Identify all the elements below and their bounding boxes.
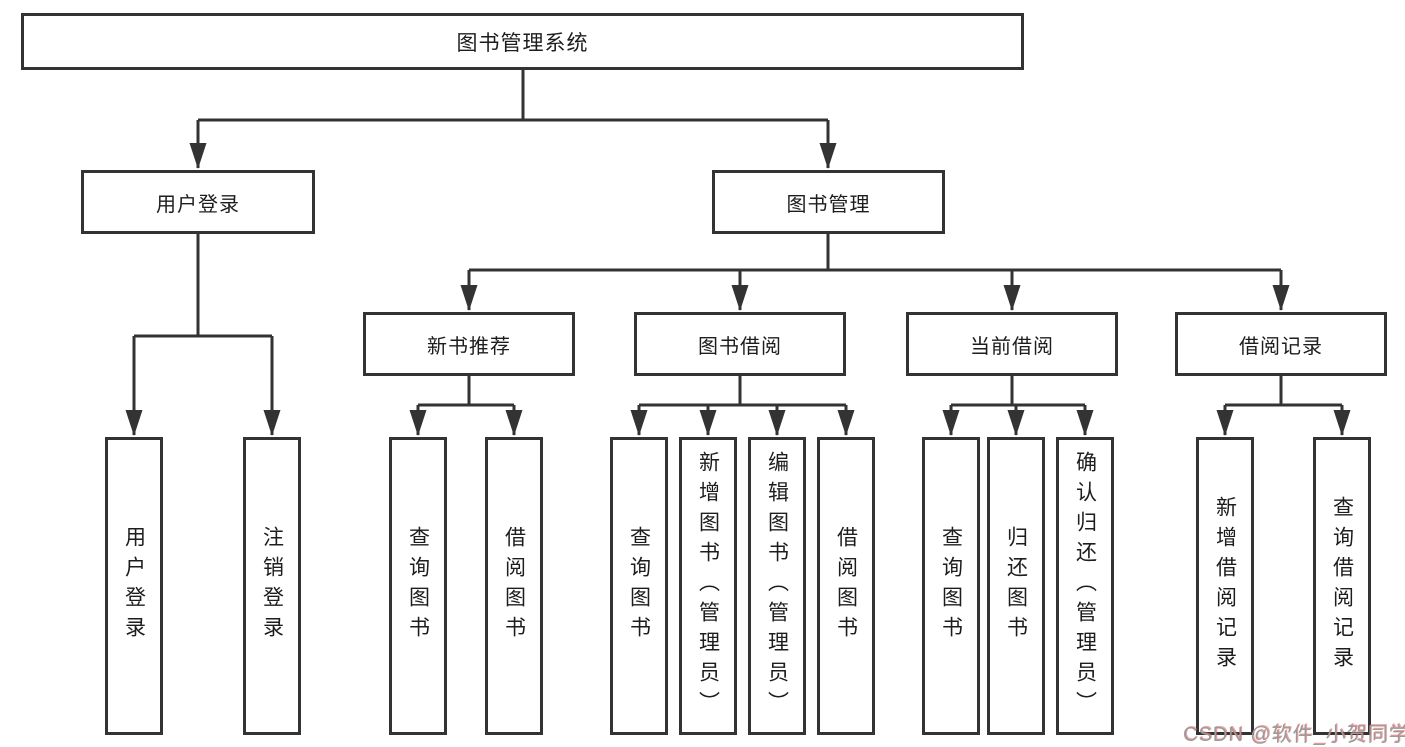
leaf-borrow-books: 借阅图书 — [817, 437, 875, 735]
leaf-logout: 注销登录 — [243, 437, 301, 735]
node-current-borrowing: 当前借阅 — [906, 312, 1118, 376]
leaf-label: 查询图书 — [939, 526, 963, 646]
leaf-label: 借阅图书 — [502, 526, 526, 646]
leaf-confirm-return-admin: 确认归还（管理员） — [1056, 437, 1114, 735]
node-borrowing-records: 借阅记录 — [1175, 312, 1387, 376]
leaf-label: 用户登录 — [122, 526, 146, 646]
node-book-borrowing: 图书借阅 — [634, 312, 846, 376]
leaf-label: 归还图书 — [1004, 526, 1028, 646]
leaf-query-books-current: 查询图书 — [922, 437, 980, 735]
node-user-login: 用户登录 — [81, 170, 315, 234]
leaf-label: 查询图书 — [406, 526, 430, 646]
leaf-borrow-books-recommend: 借阅图书 — [485, 437, 543, 735]
leaf-add-books-admin: 新增图书（管理员） — [679, 437, 737, 735]
leaf-label: 新增图书（管理员） — [696, 451, 720, 721]
leaf-label: 确认归还（管理员） — [1073, 451, 1097, 721]
leaf-return-books: 归还图书 — [987, 437, 1045, 735]
node-library-management-system: 图书管理系统 — [21, 13, 1024, 70]
node-book-management: 图书管理 — [712, 170, 945, 234]
leaf-label: 借阅图书 — [834, 526, 858, 646]
leaf-label: 编辑图书（管理员） — [765, 451, 789, 721]
leaf-query-books-borrow: 查询图书 — [610, 437, 668, 735]
leaf-query-books-recommend: 查询图书 — [389, 437, 447, 735]
leaf-label: 新增借阅记录 — [1213, 496, 1237, 676]
leaf-edit-books-admin: 编辑图书（管理员） — [748, 437, 806, 735]
leaf-add-borrow-record: 新增借阅记录 — [1196, 437, 1254, 735]
leaf-label: 查询图书 — [627, 526, 651, 646]
node-new-book-recommendation: 新书推荐 — [363, 312, 575, 376]
leaf-user-login: 用户登录 — [105, 437, 163, 735]
leaf-query-borrow-record: 查询借阅记录 — [1313, 437, 1371, 735]
csdn-watermark: CSDN @软件_小贺同学 — [1183, 724, 1405, 746]
leaf-label: 查询借阅记录 — [1330, 496, 1354, 676]
leaf-label: 注销登录 — [260, 526, 284, 646]
